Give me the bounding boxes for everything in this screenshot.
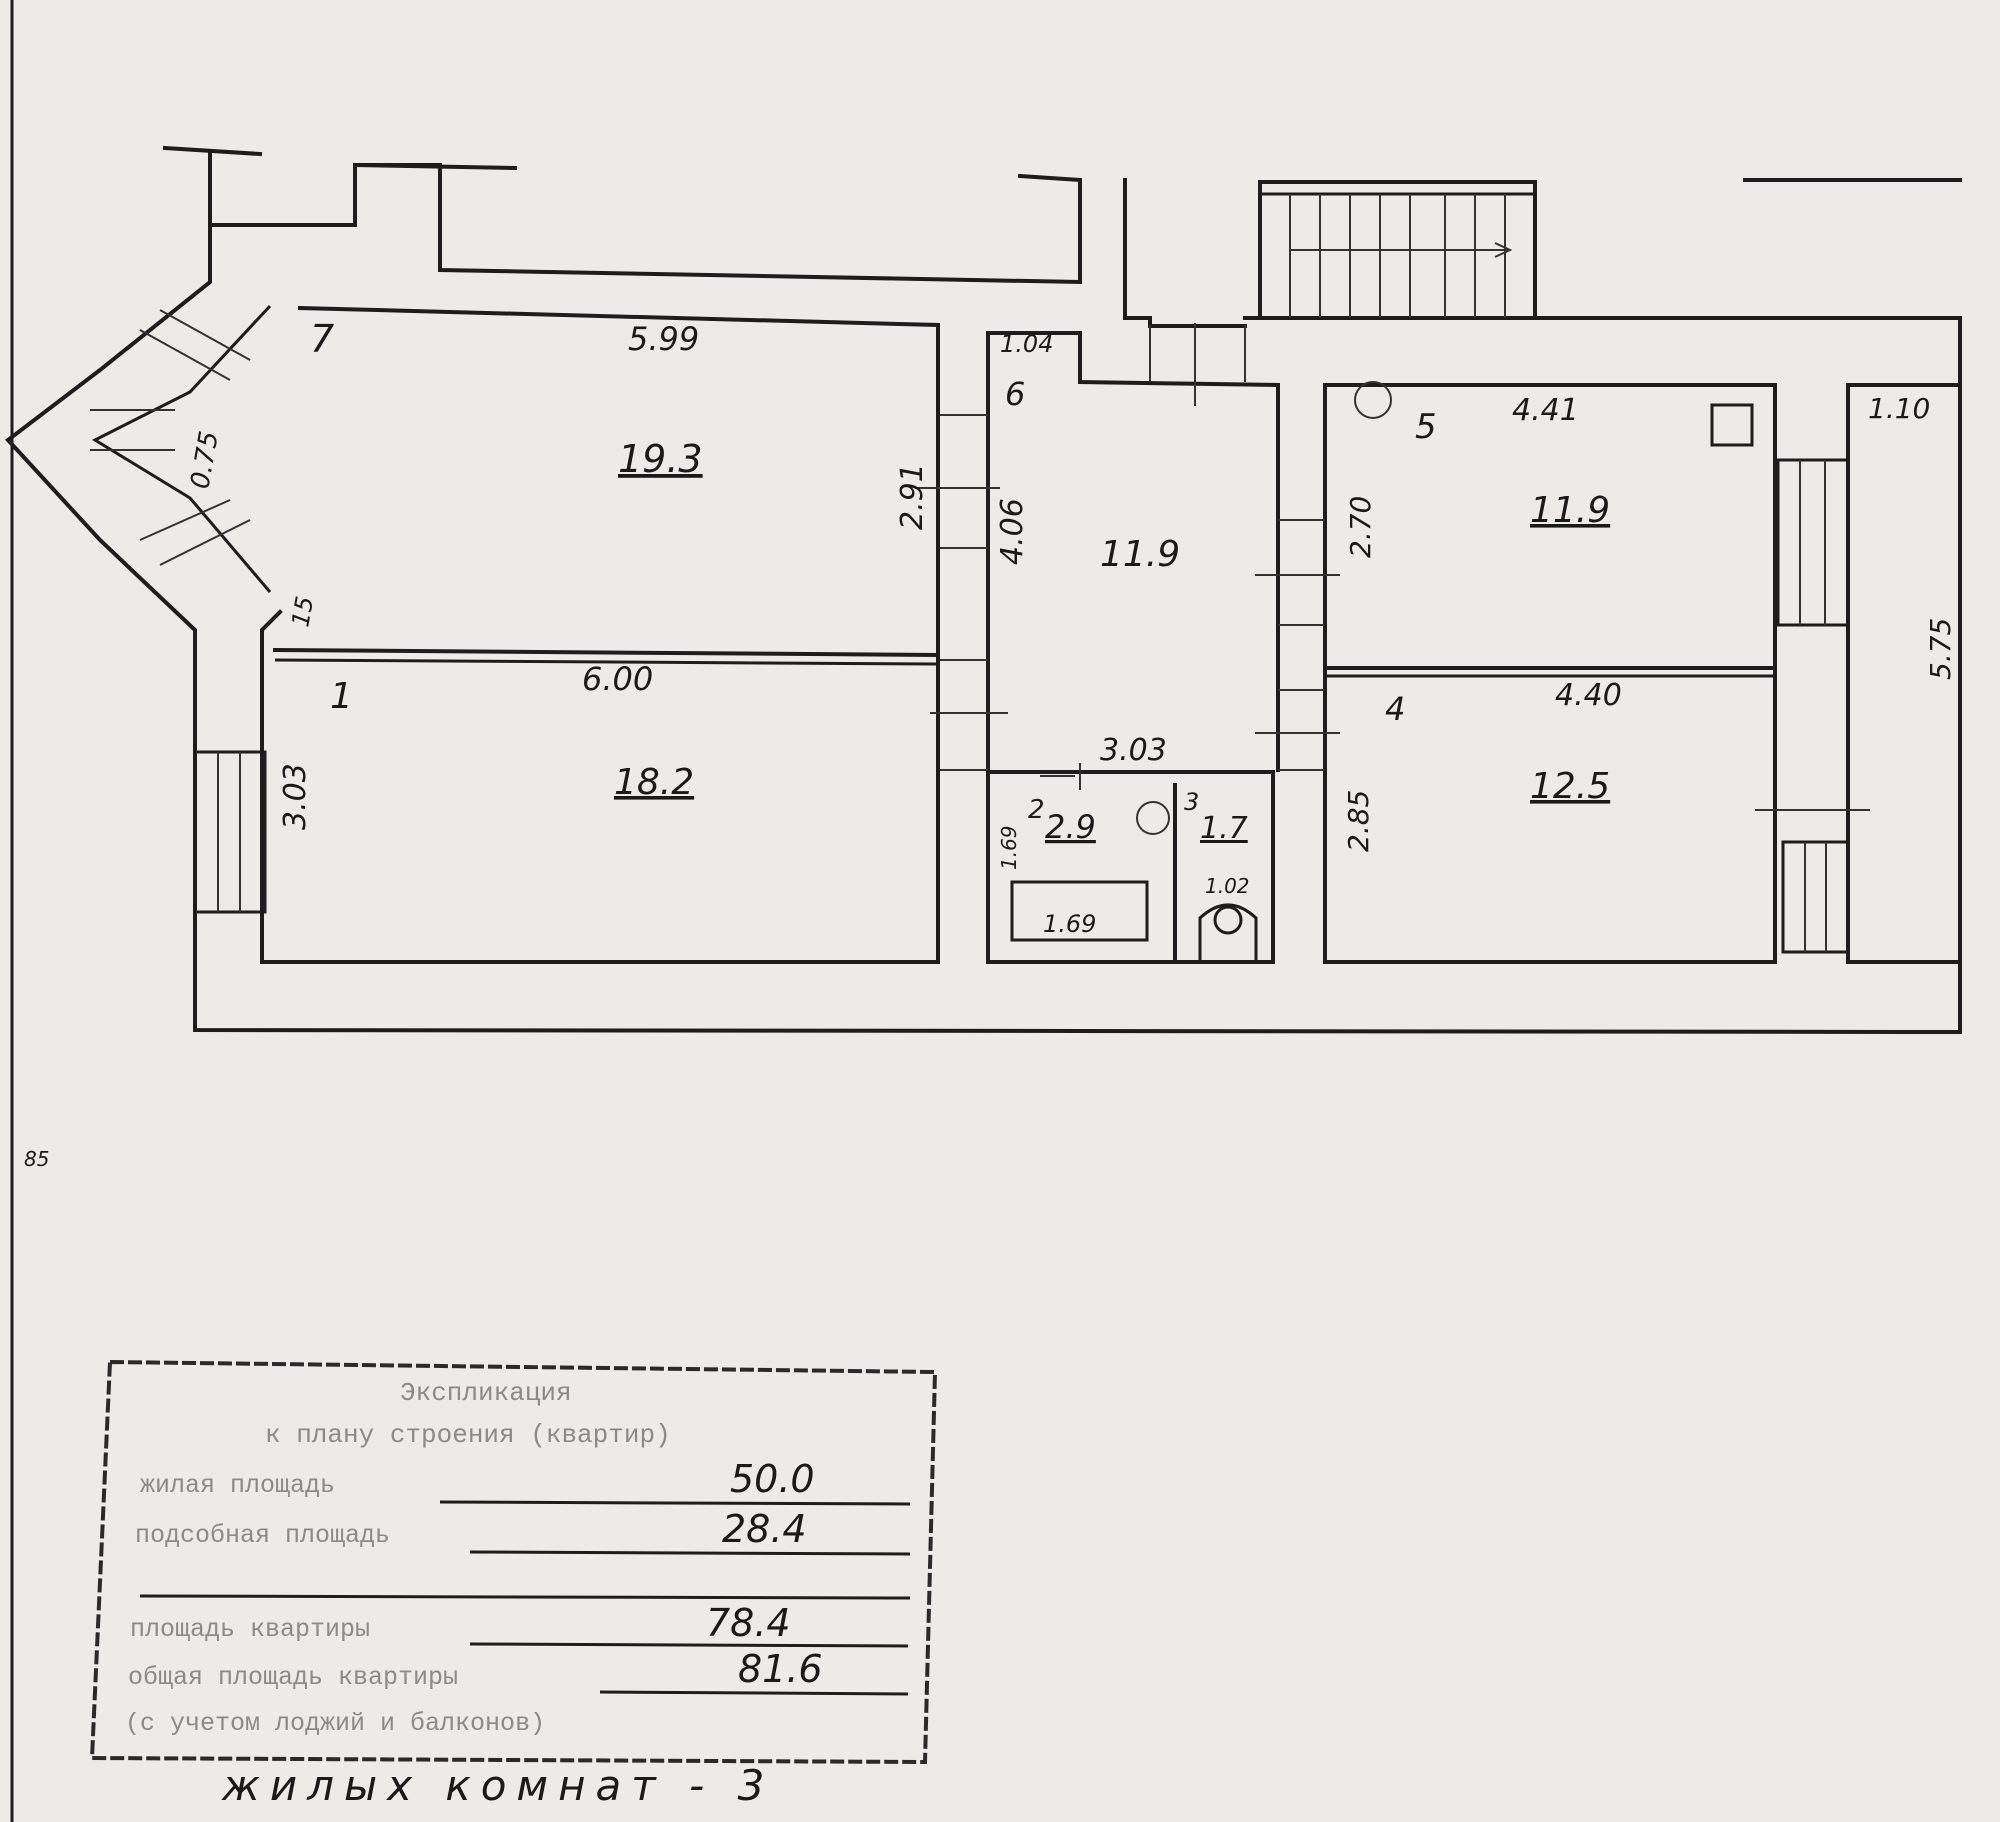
room-7-number: 7: [310, 317, 334, 361]
room-7-depth: 2.91: [895, 463, 930, 530]
room-5-number: 5: [1415, 407, 1437, 447]
bay-lower-dimension: 15: [286, 594, 319, 629]
explication-note: (с учетом лоджий и балконов): [125, 1709, 545, 1738]
plan-labels: 7 5.99 19.3 2.91 0.75 15 1 6.00 18.2 3.0…: [185, 317, 1957, 938]
room-3-width: 1.02: [1205, 874, 1250, 898]
explication-row-label: жилая площадь: [140, 1471, 335, 1500]
room-2-area: 2.9: [1045, 808, 1096, 846]
explication-table: Экспликация к плану строения (квартир) ж…: [89, 1359, 938, 1765]
room-1-area: 18.2: [614, 762, 694, 803]
explication-title: Экспликация: [400, 1378, 572, 1408]
bay-window: [90, 304, 272, 593]
explication-row-label: общая площадь квартиры: [128, 1663, 458, 1692]
room-4-area: 12.5: [1530, 766, 1610, 807]
explication-border: [89, 1359, 938, 1765]
bath-tub-dimension: 1.69: [1043, 910, 1096, 938]
room-2-number: 2: [1028, 795, 1045, 825]
corridor-top-dimension: 1.04: [1000, 330, 1053, 358]
openings: [193, 323, 1870, 954]
page-mark: 85: [24, 1147, 49, 1171]
room-4-depth: 2.85: [1342, 790, 1375, 852]
footer-note: жилых комнат - 3: [221, 1761, 774, 1810]
stairwell-top: [1258, 180, 1537, 320]
room-5-depth: 2.70: [1344, 496, 1377, 558]
explication-row-value: 50.0: [730, 1457, 815, 1501]
room-6-width: 3.03: [1100, 733, 1167, 768]
room-5-area: 11.9: [1530, 490, 1610, 531]
explication-row-value: 81.6: [738, 1647, 823, 1691]
room-1-number: 1: [330, 676, 353, 717]
explication-row-label: площадь квартиры: [130, 1615, 370, 1644]
right-depth-dimension: 5.75: [1924, 618, 1957, 680]
room-4-number: 4: [1385, 690, 1405, 728]
room-1-width: 6.00: [582, 660, 653, 698]
explication-row-label: подсобная площадь: [135, 1521, 390, 1550]
room-5-width: 4.41: [1512, 393, 1579, 428]
room-3-area: 1.7: [1200, 811, 1248, 846]
explication-row-value: 78.4: [706, 1601, 791, 1645]
explication-subtitle: к плану строения (квартир): [265, 1420, 671, 1450]
room-2-depth: 1.69: [997, 825, 1021, 870]
room-1-depth: 3.03: [278, 763, 313, 830]
room-6-number: 6: [1005, 375, 1025, 413]
room-7-area: 19.3: [618, 437, 703, 481]
room-6-area: 11.9: [1100, 534, 1180, 575]
floor-plan: 7 5.99 19.3 2.91 0.75 15 1 6.00 18.2 3.0…: [5, 145, 1963, 1035]
explication-row-value: 28.4: [722, 1507, 807, 1551]
room-4-width: 4.40: [1555, 678, 1622, 713]
right-width-dimension: 1.10: [1868, 392, 1930, 425]
room-3-number: 3: [1184, 788, 1199, 816]
room-7-width: 5.99: [628, 320, 699, 358]
room-walls: [260, 305, 1962, 964]
room-6-depth: 4.06: [995, 498, 1030, 565]
